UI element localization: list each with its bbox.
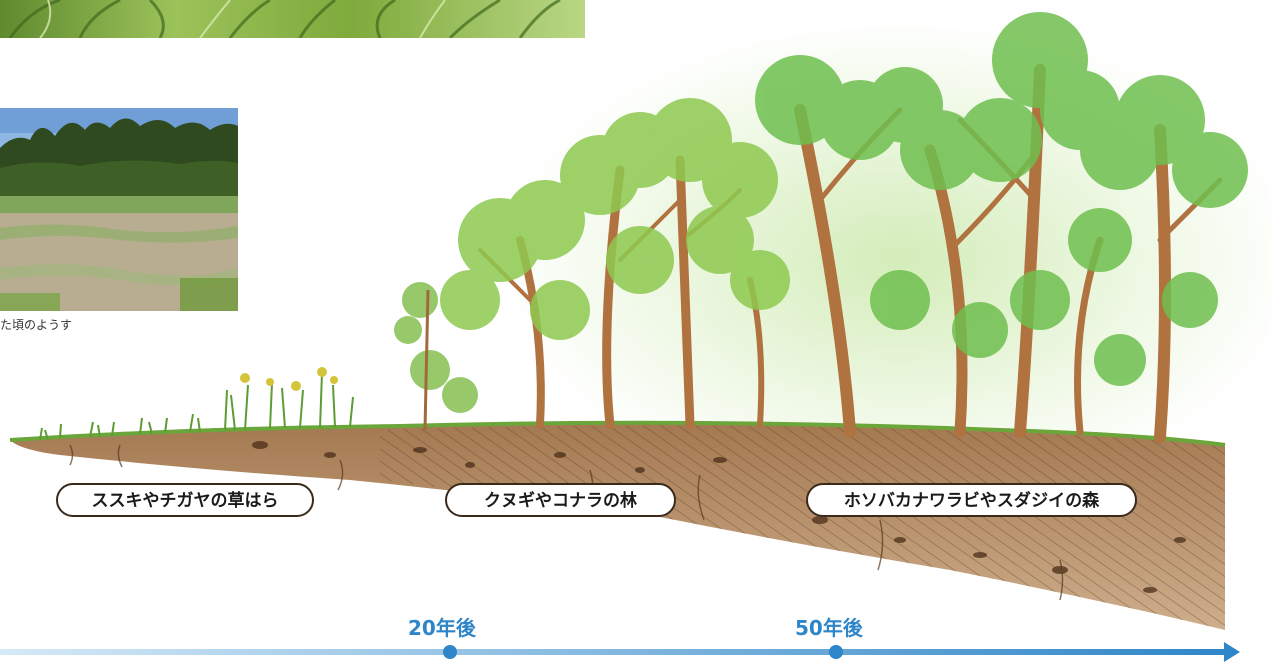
timeline-mark-20 (443, 645, 457, 659)
timeline-mark-50 (829, 645, 843, 659)
timeline-label-50-years: 50年後 (795, 616, 863, 640)
stage-label-evergreen-forest: ホソバカナワラビやスダジイの森 (806, 483, 1137, 517)
abandoned-field-photo (0, 108, 238, 311)
timeline: 20年後 50年後 (0, 600, 1271, 662)
grass-closeup-photo (0, 0, 585, 38)
timeline-label-20-years: 20年後 (408, 616, 476, 640)
field-photo-caption: た頃のようす (0, 318, 73, 332)
stage-label-deciduous-woods: クヌギやコナラの林 (445, 483, 676, 517)
timeline-arrow (0, 642, 1240, 662)
stage-label-grassland: ススキやチガヤの草はら (56, 483, 314, 517)
